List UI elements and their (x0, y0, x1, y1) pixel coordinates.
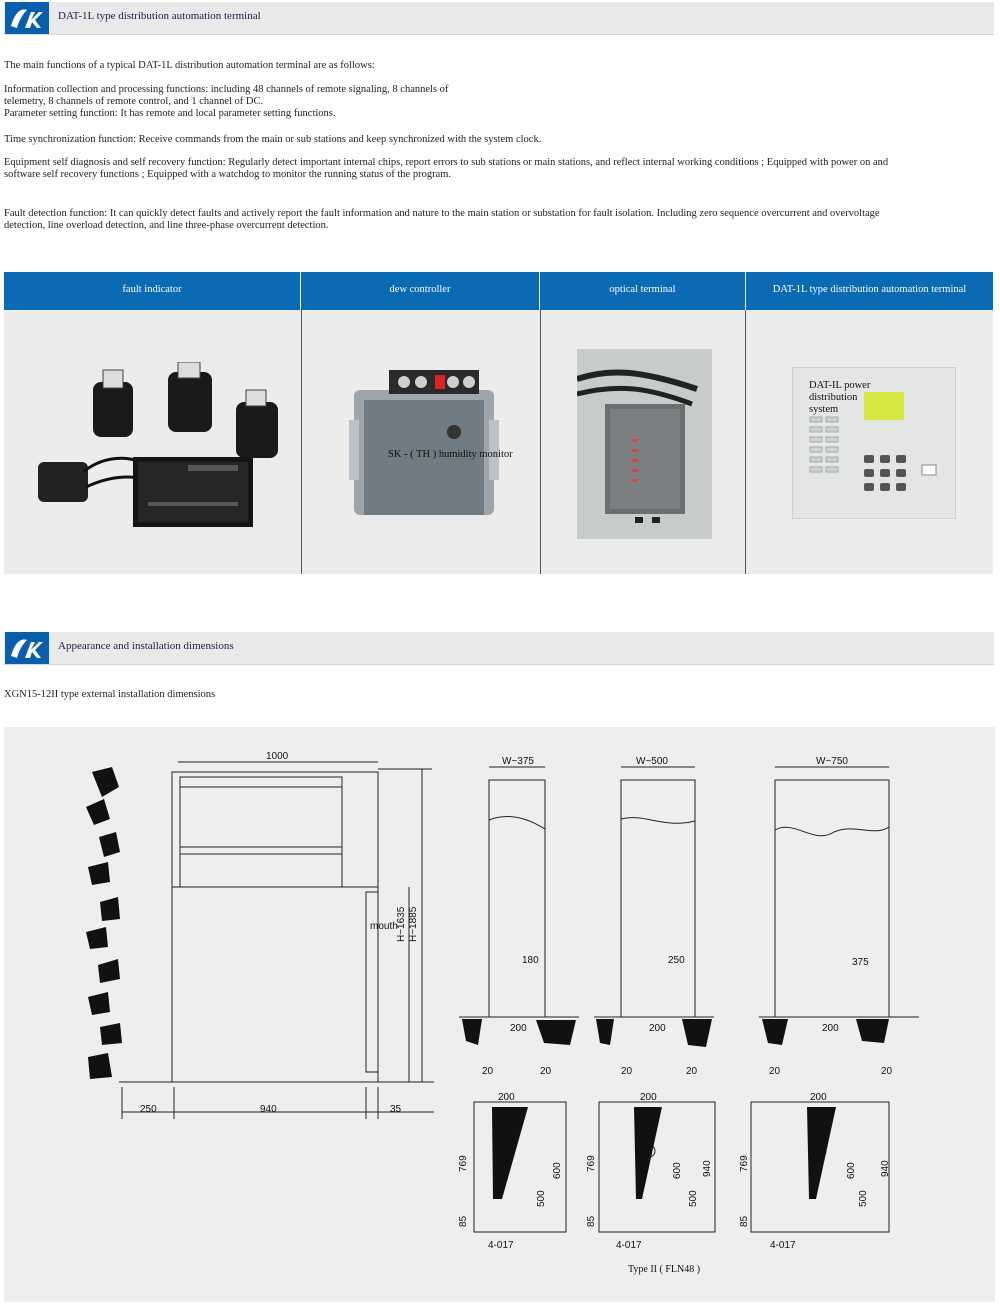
plan-margin: 20 (482, 1066, 494, 1077)
table-cell (541, 310, 746, 574)
dim-85: 85 (586, 1215, 597, 1227)
plan-width: 200 (640, 1092, 657, 1103)
dew-controller-caption: SK - ( TH ) humidity monitor (388, 449, 513, 460)
table-cell (4, 310, 302, 574)
variant-offset: 375 (852, 957, 869, 968)
table-header-cell: dew controller (301, 272, 540, 310)
dat-terminal-caption: DAT-IL power distribution system (809, 380, 871, 415)
dim-500: 500 (858, 1190, 869, 1207)
function-line: Time synchronization function: Receive c… (4, 134, 542, 145)
product-table: fault indicator dew controller optical t… (4, 272, 993, 574)
drawing-caption: Type II ( FLN48 ) (628, 1264, 700, 1275)
dimension-diagram: 1000 mouth H~1635 H~1885 250 940 35 W~37… (86, 751, 919, 1275)
hole-spec: 4-017 (616, 1240, 642, 1251)
hole-spec: 4-017 (488, 1240, 514, 1251)
mouth-label: mouth (370, 921, 398, 932)
section-header-terminal: DAT-1L type distribution automation term… (4, 2, 994, 35)
variant-width: W~500 (636, 756, 668, 767)
dim-600: 600 (672, 1162, 683, 1179)
dim-600: 600 (552, 1162, 563, 1179)
function-line: detection, line overload detection, and … (4, 220, 329, 231)
dew-controller-image (349, 370, 499, 515)
dim-main-width: 1000 (266, 751, 289, 762)
dim-500: 500 (688, 1190, 699, 1207)
section-title: DAT-1L type distribution automation term… (58, 10, 261, 22)
dim-h2: H~1885 (408, 906, 419, 942)
table-header-cell: fault indicator (4, 272, 301, 310)
dim-769: 769 (586, 1155, 597, 1172)
function-line: Parameter setting function: It has remot… (4, 108, 336, 119)
function-line: telemetry, 8 channels of remote control,… (4, 96, 264, 107)
dim-769: 769 (739, 1155, 750, 1172)
plan-margin: 20 (686, 1066, 698, 1077)
dim-500: 500 (536, 1190, 547, 1207)
fault-indicator-image (38, 362, 278, 527)
hole-spec: 4-017 (770, 1240, 796, 1251)
intro-text: The main functions of a typical DAT-1L d… (4, 60, 375, 71)
dim-940: 940 (880, 1160, 891, 1177)
base-width: 200 (649, 1023, 666, 1034)
dim-right: 35 (390, 1104, 402, 1115)
function-line: Equipment self diagnosis and self recove… (4, 157, 889, 168)
variant-offset: 250 (668, 955, 685, 966)
variant-width: W~750 (816, 756, 848, 767)
dim-h1: H~1635 (396, 906, 407, 942)
dim-85: 85 (739, 1215, 750, 1227)
installation-drawing: 1000 mouth H~1635 H~1885 250 940 35 W~37… (4, 727, 995, 1302)
dim-769: 769 (458, 1155, 469, 1172)
plan-margin: 20 (540, 1066, 552, 1077)
table-cell (302, 310, 541, 574)
plan-margin: 20 (621, 1066, 633, 1077)
function-line: Fault detection function: It can quickly… (4, 208, 880, 219)
dim-600: 600 (846, 1162, 857, 1179)
function-line: software self recovery functions ; Equip… (4, 169, 452, 180)
dim-mid: 940 (260, 1104, 277, 1115)
dimensions-subtitle: XGN15-12II type external installation di… (4, 689, 216, 700)
plan-width: 200 (810, 1092, 827, 1103)
company-logo (5, 2, 49, 34)
dat-terminal-image (792, 367, 956, 519)
table-header-cell: optical terminal (540, 272, 746, 310)
variant-width: W~375 (502, 756, 534, 767)
dim-85: 85 (458, 1215, 469, 1227)
section-title: Appearance and installation dimensions (58, 640, 234, 652)
dim-940: 940 (702, 1160, 713, 1177)
plan-width: 200 (498, 1092, 515, 1103)
company-logo (5, 632, 49, 664)
base-width: 200 (510, 1023, 527, 1034)
function-line: Information collection and processing fu… (4, 84, 449, 95)
variant-offset: 180 (522, 955, 539, 966)
plan-margin: 20 (769, 1066, 781, 1077)
dim-left: 250 (140, 1104, 157, 1115)
plan-margin: 20 (881, 1066, 893, 1077)
section-header-dimensions: Appearance and installation dimensions (4, 632, 994, 665)
base-width: 200 (822, 1023, 839, 1034)
table-header-cell: DAT-1L type distribution automation term… (746, 272, 993, 310)
optical-terminal-image (577, 349, 712, 539)
